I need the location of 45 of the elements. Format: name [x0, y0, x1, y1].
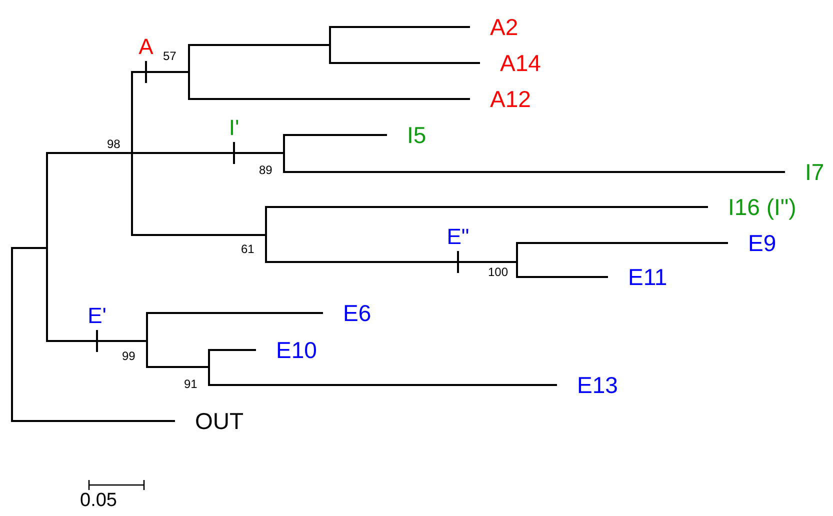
branch-line — [13, 420, 175, 422]
taxon-label: E11 — [608, 263, 668, 291]
branch-label: E' — [88, 304, 106, 328]
bootstrap-value: 91 — [184, 377, 198, 391]
branch-line — [210, 349, 256, 351]
taxon-label: E13 — [557, 371, 618, 399]
taxon-label: E9 — [728, 229, 776, 257]
taxon-label: A2 — [470, 13, 518, 41]
branch-line — [133, 234, 265, 236]
branch-label: A — [138, 35, 154, 59]
branch-line — [331, 62, 480, 64]
branch-line — [148, 366, 208, 368]
branch-label: E" — [446, 225, 470, 249]
branch-line — [190, 44, 329, 46]
bootstrap-value: 100 — [488, 265, 508, 279]
branch-line — [267, 206, 708, 208]
branch-line — [285, 134, 387, 136]
taxon-label: I5 — [387, 121, 426, 149]
branch-line — [48, 152, 131, 154]
branch-line — [48, 340, 146, 342]
branch-line — [133, 152, 283, 154]
branch-line — [13, 247, 46, 249]
taxon-label: A14 — [480, 49, 541, 77]
taxon-label: I16 (I") — [708, 193, 796, 221]
taxon-label: E10 — [256, 336, 317, 364]
taxon-label: OUT — [175, 407, 244, 435]
branch-line — [331, 26, 470, 28]
branch-line — [210, 384, 557, 386]
taxon-label: A12 — [470, 85, 531, 113]
branch-line — [285, 171, 785, 173]
taxon-label: I7 — [785, 158, 824, 186]
taxon-label: E6 — [323, 299, 372, 327]
bootstrap-value: 57 — [163, 49, 176, 63]
bootstrap-value: 89 — [259, 163, 272, 177]
branch-line — [148, 312, 323, 314]
branch-line — [518, 276, 608, 278]
branch-line — [267, 261, 516, 263]
scale-value: 0.05 — [80, 490, 117, 512]
branch-line — [518, 242, 728, 244]
branch-line — [190, 98, 470, 100]
bootstrap-value: 61 — [241, 242, 254, 256]
branch-line — [133, 71, 188, 73]
bootstrap-value: 98 — [107, 137, 120, 151]
branch-label: I' — [228, 116, 240, 140]
bootstrap-value: 99 — [122, 349, 136, 363]
